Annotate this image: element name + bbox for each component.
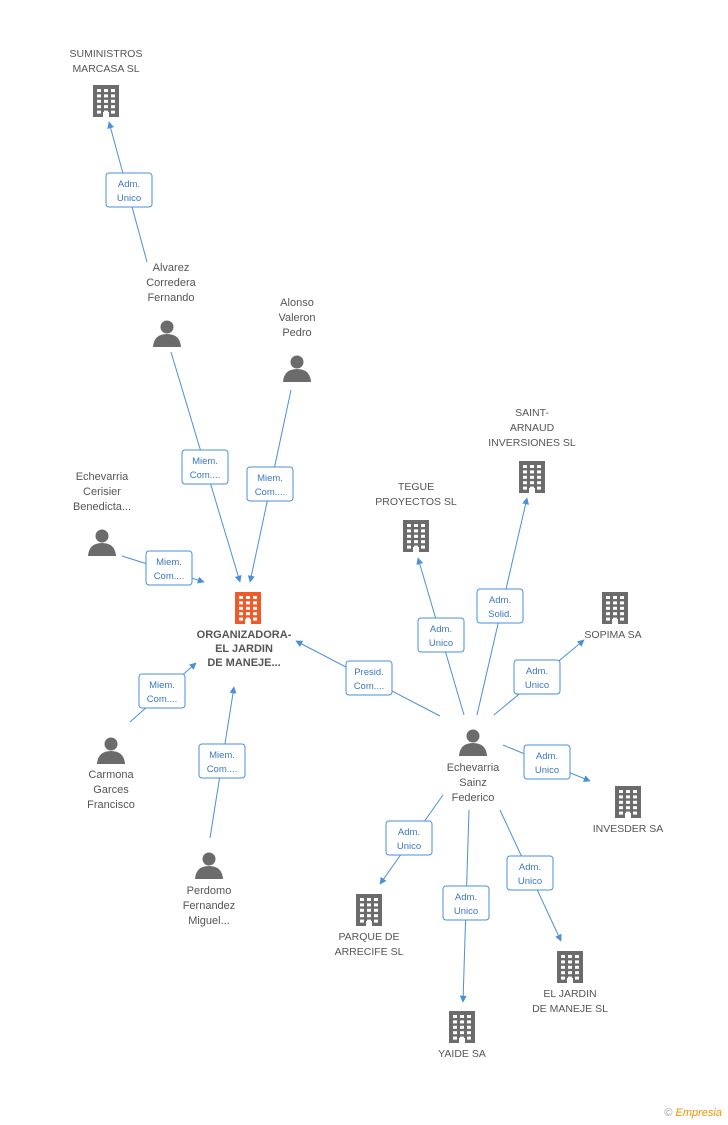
relation-label: Unico: [535, 765, 559, 776]
company-name-yaide[interactable]: YAIDE SA: [438, 1048, 486, 1060]
person-name-alonso[interactable]: Valeron: [278, 312, 315, 324]
company-icon-sopima: [602, 592, 628, 624]
person-name-perdomo[interactable]: Perdomo: [187, 885, 232, 897]
relation-label: Miem.: [257, 473, 283, 484]
company-icon-tegue: [403, 520, 429, 552]
relation-badge[interactable]: Adm. Solid.: [476, 588, 524, 624]
relation-label: Adm.: [536, 751, 558, 762]
relation-label: Com....: [207, 764, 238, 775]
company-icon-parque: [356, 894, 382, 926]
relation-badge[interactable]: Adm. Unico: [523, 744, 571, 780]
company-name-jardin[interactable]: DE MANEJE SL: [532, 1003, 608, 1015]
relation-label: Miem.: [149, 680, 175, 691]
relation-badge[interactable]: Miem. Com....: [198, 743, 246, 779]
relation-badge[interactable]: Adm. Unico: [385, 820, 433, 856]
person-icon-alonso: [283, 355, 311, 382]
relation-label: Com....: [190, 470, 221, 481]
company-name-tegue[interactable]: PROYECTOS SL: [375, 496, 457, 508]
person-icon-perdomo: [195, 852, 223, 879]
badges-layer: Adm.UnicoMiem.Com....Miem.Com....Miem.Co…: [105, 172, 571, 921]
company-icon-suministros: [93, 85, 119, 117]
relation-label: Miem.: [192, 456, 218, 467]
relation-label: Unico: [525, 680, 549, 691]
company-icon-saint-arnaud: [519, 461, 545, 493]
relation-badge[interactable]: Adm. Unico: [506, 855, 554, 891]
company-name-suministros[interactable]: MARCASA SL: [72, 63, 139, 75]
center-company-name[interactable]: ORGANIZADORA-: [197, 629, 292, 641]
company-name-parque[interactable]: ARRECIFE SL: [335, 946, 404, 958]
person-name-sainz[interactable]: Echevarria: [447, 762, 500, 774]
relation-label: Adm.: [430, 624, 452, 635]
nodes-layer: ORGANIZADORA- EL JARDIN DE MANEJE... SUMINI…: [70, 48, 664, 1060]
relation-label: Unico: [429, 638, 453, 649]
company-name-saint-arnaud[interactable]: ARNAUD: [510, 422, 555, 434]
person-name-alvarez[interactable]: Corredera: [146, 277, 196, 289]
person-name-sainz[interactable]: Sainz: [459, 777, 487, 789]
person-name-sainz[interactable]: Federico: [452, 792, 495, 804]
relation-label: Unico: [397, 841, 421, 852]
person-name-carmona[interactable]: Garces: [93, 784, 129, 796]
company-name-sopima[interactable]: SOPIMA SA: [584, 629, 641, 641]
relation-badge[interactable]: Miem. Com....: [145, 550, 193, 586]
company-icon-invesder: [615, 786, 641, 818]
company-name-jardin[interactable]: EL JARDIN: [543, 988, 596, 1000]
relation-label: Adm.: [455, 892, 477, 903]
relation-badge[interactable]: Adm. Unico: [105, 172, 153, 208]
person-name-alonso[interactable]: Pedro: [282, 327, 311, 339]
relation-label: Miem.: [209, 750, 235, 761]
person-name-carmona[interactable]: Francisco: [87, 799, 135, 811]
person-icon-carmona: [97, 737, 125, 764]
relation-badge[interactable]: Adm. Unico: [513, 659, 561, 695]
company-name-tegue[interactable]: TEGUE: [398, 481, 434, 493]
person-name-carmona[interactable]: Carmona: [88, 769, 134, 781]
center-company-icon: [235, 592, 261, 624]
brand-name: Empresia: [675, 1107, 722, 1119]
relation-badge[interactable]: Miem. Com....: [181, 449, 229, 485]
person-icon-alvarez: [153, 320, 181, 347]
relation-badge[interactable]: Adm. Unico: [442, 885, 490, 921]
relation-label: Com....: [354, 681, 385, 692]
relation-label: Adm.: [526, 666, 548, 677]
relation-label: Adm.: [489, 595, 511, 606]
company-name-saint-arnaud[interactable]: INVERSIONES SL: [488, 437, 576, 449]
relation-label: Solid.: [488, 609, 512, 620]
company-name-saint-arnaud[interactable]: SAINT-: [515, 407, 549, 419]
person-name-cerisier[interactable]: Benedicta...: [73, 501, 131, 513]
person-icon-sainz: [459, 729, 487, 756]
relation-badge[interactable]: Adm. Unico: [417, 617, 465, 653]
company-name-parque[interactable]: PARQUE DE: [338, 931, 399, 943]
copyright-symbol: ©: [664, 1107, 673, 1119]
person-name-perdomo[interactable]: Miguel...: [188, 915, 230, 927]
relation-label: Com....: [255, 487, 286, 498]
person-name-cerisier[interactable]: Echevarria: [76, 471, 129, 483]
relation-badge[interactable]: Miem. Com....: [138, 673, 186, 709]
relation-label: Adm.: [118, 179, 140, 190]
person-name-alonso[interactable]: Alonso: [280, 297, 314, 309]
relation-label: Miem.: [156, 557, 182, 568]
person-name-alvarez[interactable]: Fernando: [147, 292, 194, 304]
company-icon-yaide: [449, 1011, 475, 1043]
relation-label: Unico: [518, 876, 542, 887]
person-name-perdomo[interactable]: Fernandez: [183, 900, 236, 912]
relation-label: Unico: [454, 906, 478, 917]
relation-label: Unico: [117, 193, 141, 204]
person-name-cerisier[interactable]: Cerisier: [83, 486, 121, 498]
relation-label: Presid.: [354, 667, 384, 678]
company-name-suministros[interactable]: SUMINISTROS: [70, 48, 143, 60]
footer-brand[interactable]: © Empresia: [664, 1107, 722, 1119]
relation-label: Adm.: [519, 862, 541, 873]
center-company-name[interactable]: EL JARDIN: [215, 643, 273, 655]
relation-label: Com....: [154, 571, 185, 582]
person-icon-cerisier: [88, 529, 116, 556]
company-name-invesder[interactable]: INVESDER SA: [593, 823, 664, 835]
person-name-alvarez[interactable]: Alvarez: [153, 262, 190, 274]
company-icon-jardin: [557, 951, 583, 983]
relation-label: Com....: [147, 694, 178, 705]
relation-badge[interactable]: Presid. Com....: [345, 660, 393, 696]
center-company-name[interactable]: DE MANEJE...: [207, 657, 280, 669]
relation-label: Adm.: [398, 827, 420, 838]
relation-badge[interactable]: Miem. Com....: [246, 466, 294, 502]
